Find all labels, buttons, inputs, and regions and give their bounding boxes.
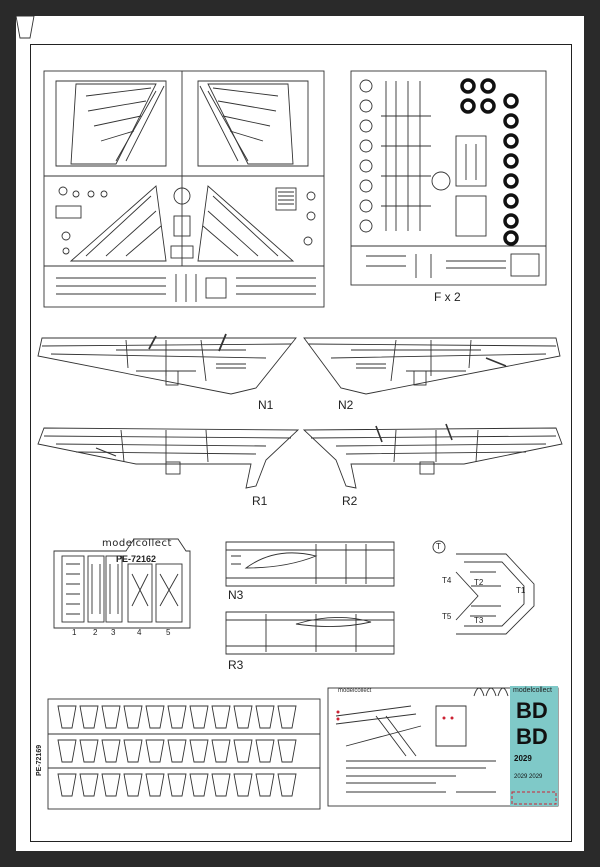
pe-code: PE-72162 [116, 554, 157, 564]
label-n1: N1 [258, 398, 274, 412]
sprue-f [350, 70, 547, 286]
label-r3: R3 [228, 658, 244, 672]
label-t4: T4 [442, 576, 452, 585]
decal-serial-1: 2029 [514, 754, 532, 763]
label-t5: T5 [442, 612, 452, 621]
decal-code-2: BD [516, 724, 548, 749]
decal-checker [511, 791, 557, 805]
label-sprue-f: F x 2 [434, 290, 461, 304]
decal-sheet [327, 687, 559, 807]
mask-row-3 [57, 773, 297, 797]
mask-code: PE-72169 [36, 744, 43, 776]
decal-serial-2: 2029 2029 [514, 774, 543, 780]
wing-n1 [37, 333, 297, 395]
wing-r2 [302, 423, 563, 489]
decal-red-dots [336, 710, 454, 721]
parts-diagram [16, 16, 563, 810]
label-n2: N2 [338, 398, 354, 412]
label-t: T [436, 542, 441, 551]
label-t2: T2 [474, 578, 484, 587]
fuselage-n3 [225, 541, 395, 587]
sprue-wings [43, 70, 325, 308]
fuselage-r3 [225, 611, 395, 655]
decal-brand-small: modelcollect [338, 688, 372, 694]
pe-fret [53, 538, 191, 629]
wing-r1 [37, 427, 300, 489]
mask-row-1 [57, 705, 297, 729]
decal-code-1: BD [516, 698, 548, 723]
canopy-t [432, 540, 535, 635]
label-r1: R1 [252, 494, 268, 508]
wing-n2 [303, 337, 561, 395]
pe-part-5: 5 [166, 628, 171, 637]
label-t3: T3 [474, 616, 484, 625]
label-t1: T1 [516, 586, 526, 595]
decal-brand: modelcollect [513, 687, 552, 694]
pe-part-3: 3 [111, 628, 116, 637]
mask-sheet [16, 16, 321, 810]
pe-brand: modelcollect [102, 538, 172, 549]
pe-part-1: 1 [72, 628, 77, 637]
decal-panel [510, 686, 558, 806]
page-frame [30, 44, 572, 842]
pe-part-4: 4 [137, 628, 142, 637]
label-n3: N3 [228, 588, 244, 602]
instruction-sheet: F x 2 N1 N2 R1 R2 N3 R3 T T1 T2 T3 T4 T5… [16, 16, 584, 851]
mask-row-2 [57, 739, 297, 763]
label-r2: R2 [342, 494, 358, 508]
pe-part-2: 2 [93, 628, 98, 637]
